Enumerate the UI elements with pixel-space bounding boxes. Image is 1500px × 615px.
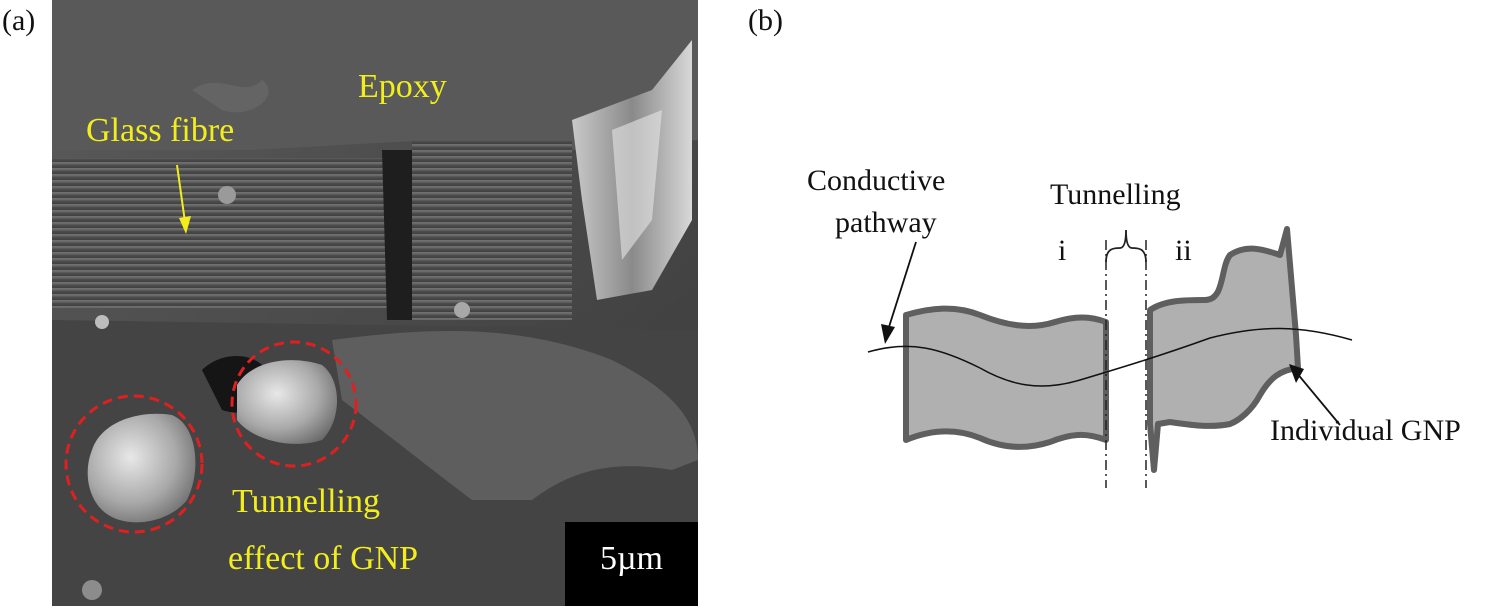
label-tunnelling: Tunnelling [1050,178,1181,211]
tunnelling-brace [1105,229,1147,263]
tunnelling-circle-2 [230,340,358,468]
glass-fibre-left [52,158,392,308]
label-pathway: pathway [835,206,937,239]
label-glass-fibre: Glass fibre [86,112,235,149]
panel-label-b: (b) [748,4,783,37]
label-tunnelling-line1: Tunnelling [232,483,381,520]
gnp-particle-1 [87,413,196,523]
conductive-pathway [867,327,1353,387]
label-individual-gnp: Individual GNP [1270,414,1461,447]
gnp-schematic [740,0,1500,610]
upper-epoxy [52,0,698,150]
glass-fibre-arrow [176,164,186,223]
gnp-arrow [1295,371,1341,426]
glass-fibre-middle [412,140,572,320]
gnp-arrowhead [1289,364,1304,383]
scale-bar: 5µm [565,522,698,606]
glass-fibre-arrowhead [179,216,191,234]
tunnelling-circle-1 [64,394,204,534]
epoxy-flow [332,331,698,500]
label-conductive: Conductive [807,164,946,197]
sem-image [52,0,698,606]
panel-label-a: (a) [2,4,36,37]
gnp-i [903,305,1109,450]
label-region-ii: ii [1175,234,1192,267]
sem-micrograph [52,0,698,606]
pathway-arrowhead [881,324,895,344]
schematic-svg [867,226,1353,488]
label-region-i: i [1058,234,1067,267]
label-epoxy: Epoxy [358,68,447,105]
scale-bar-label: 5µm [599,540,664,577]
gnp-particle-2 [237,360,337,444]
pathway-arrow [887,241,917,331]
label-tunnelling-line2: effect of GNP [228,540,419,577]
